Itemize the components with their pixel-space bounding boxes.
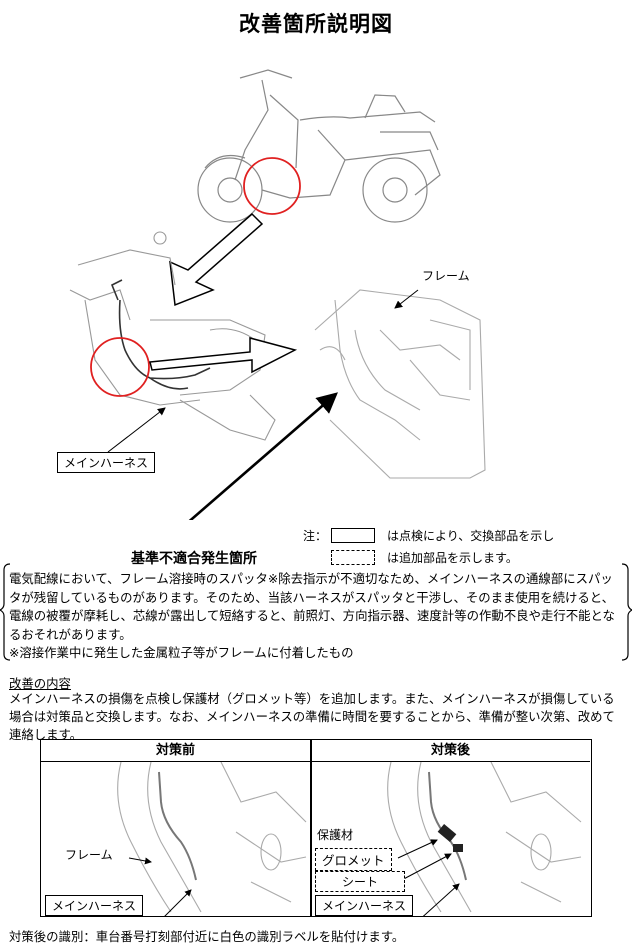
sheet-leader xyxy=(397,853,452,883)
legend-solid-note: は点検により、交換部品を示し xyxy=(387,528,555,543)
before-harness xyxy=(158,771,197,881)
legend-dashed-box xyxy=(331,549,376,565)
defect-footnote: ※溶接作業中に発生した金属粒子等がフレームに付着したもの xyxy=(9,645,354,661)
legend-prefix: 注： xyxy=(303,528,328,543)
after-harness-label: メインハーネス xyxy=(315,895,414,916)
legend: 注： は点検により、交換部品を示し 注： は追加部品を示します。 xyxy=(303,524,554,568)
callout-arrow-down xyxy=(169,212,264,307)
defect-description: 電気配線において、フレーム溶接時のスパッタ※除去指示が不適切なため、メインハーネ… xyxy=(9,570,621,663)
table-divider xyxy=(310,740,312,916)
identification-note: 対策後の識別：車台番号打刻部付近に白色の識別ラベルを貼付けます。 xyxy=(9,929,405,944)
legend-solid-box xyxy=(331,527,376,543)
after-sheet-label: シート xyxy=(315,871,406,892)
defect-body: 電気配線において、フレーム溶接時のスパッタ※除去指示が不適切なため、メインハーネ… xyxy=(9,571,615,642)
defect-pointer-line xyxy=(188,392,338,520)
improvement-body: メインハーネスの損傷を点検し保護材（グロメット等）を追加します。また、メインハー… xyxy=(9,691,615,742)
before-harness-label: メインハーネス xyxy=(45,895,144,916)
grommet-leader xyxy=(397,839,438,859)
improvement-heading: 改善の内容 xyxy=(9,676,71,691)
legend-dashed-note: は追加部品を示します。 xyxy=(387,550,518,565)
highlight-circle-middle xyxy=(90,337,150,397)
before-harness-leader xyxy=(164,889,192,916)
comparison-drawings xyxy=(117,762,582,916)
frame-label: フレーム xyxy=(422,269,470,283)
main-harness-wiring xyxy=(110,279,211,390)
after-grommet-label: グロメット xyxy=(315,848,392,871)
before-header: 対策前 xyxy=(41,740,311,762)
before-frame-leader xyxy=(128,857,152,865)
page-title: 改善箇所説明図 xyxy=(239,12,393,36)
scooter-side-view xyxy=(197,69,441,223)
before-drawing xyxy=(117,762,307,913)
after-drawing xyxy=(387,762,582,913)
sheet-marker xyxy=(453,844,463,852)
callout-arrow-right xyxy=(149,337,298,374)
after-header: 対策後 xyxy=(311,740,590,762)
defect-brace xyxy=(0,563,632,661)
after-protect-label: 保護材 xyxy=(317,828,354,842)
highlight-circle-top xyxy=(243,157,301,215)
comparison-table: 対策前 対策後 xyxy=(40,739,592,917)
harness-leader-line xyxy=(107,407,166,453)
main-harness-label: メインハーネス xyxy=(57,452,156,473)
after-harness-leader xyxy=(422,883,460,916)
after-harness xyxy=(428,771,467,881)
frame-leader-line xyxy=(394,289,419,309)
defect-heading: 基準不適合発生箇所 xyxy=(131,551,257,567)
before-frame-label: フレーム xyxy=(65,846,113,863)
frame-detail-view xyxy=(314,289,486,479)
grommet-marker xyxy=(437,824,457,842)
illustration-area xyxy=(69,69,486,520)
